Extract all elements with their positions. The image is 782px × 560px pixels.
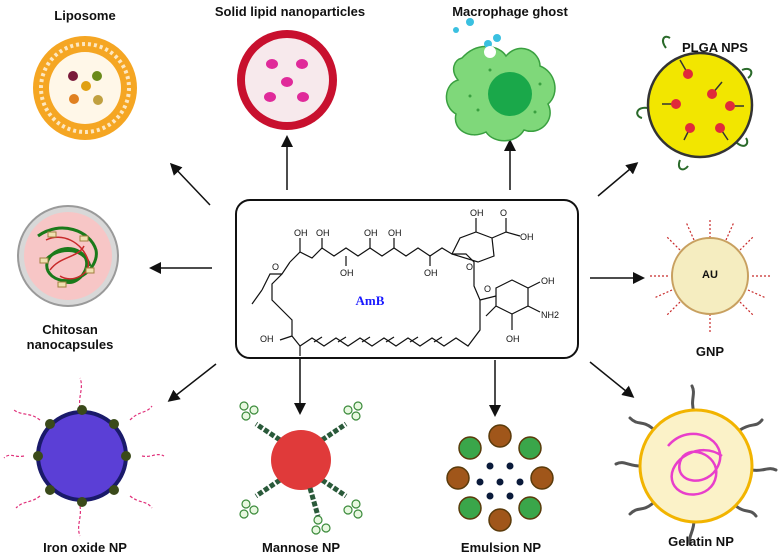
chitosan-label-text: Chitosan nanocapsules <box>26 322 114 352</box>
chitosan-nanocapsule <box>17 205 119 307</box>
gelatin-np-label: Gelatin NP <box>668 534 734 549</box>
gnp-label: GNP <box>695 344 725 359</box>
oh-label: OH <box>340 268 354 278</box>
oh-label: OH <box>424 268 438 278</box>
solid-lipid-nanoparticle <box>237 30 337 130</box>
iron-oxide-nanoparticle <box>3 377 165 537</box>
arrow-to-gelatin <box>589 361 635 398</box>
macrophage-ghost <box>445 18 556 142</box>
arrow-to-liposome <box>169 162 211 206</box>
iron-oxide-np-label: Iron oxide NP <box>43 540 127 555</box>
gelatin-nanoparticle <box>614 384 778 546</box>
mannose-nanoparticle <box>239 401 363 535</box>
oh-label: OH <box>541 276 555 286</box>
plga-nps-label: PLGA NPS <box>682 40 748 55</box>
liposome-label: Liposome <box>54 8 116 23</box>
oh-label: OH <box>316 228 330 238</box>
oh-label: OH <box>260 334 274 344</box>
oh-label: OH <box>520 232 534 242</box>
macrophage-ghost-label: Macrophage ghost <box>452 4 568 19</box>
amb-label: AmB <box>355 293 385 308</box>
oh-label: OH <box>506 334 520 344</box>
chitosan-nanocapsules-label: Chitosan nanocapsules <box>10 322 130 352</box>
arrow-to-iron-oxide <box>167 363 217 402</box>
mannose-np-label: Mannose NP <box>261 540 340 555</box>
center-box <box>235 199 579 359</box>
liposome <box>33 36 137 140</box>
o-label: O <box>500 208 507 218</box>
amb-atom-labels: OH OH OH OH OH OH OH O OH OH NH2 OH OH O… <box>260 208 559 344</box>
amb-structure <box>251 218 541 356</box>
oh-label: OH <box>364 228 378 238</box>
oh-label: OH <box>294 228 308 238</box>
nh2-label: NH2 <box>541 310 559 320</box>
emulsion-nanoparticle <box>446 424 554 532</box>
emulsion-np-label: Emulsion NP <box>460 540 542 555</box>
arrows <box>149 135 645 417</box>
amb-molecule-box: OH OH OH OH OH OH OH O OH OH NH2 OH OH O… <box>235 199 579 359</box>
oh-label: OH <box>388 228 402 238</box>
gnp-core-label: AU <box>702 269 718 281</box>
arrow-to-plga <box>597 162 639 197</box>
gold-nanoparticle <box>648 218 772 334</box>
o-label: O <box>466 262 473 272</box>
plga-nanoparticle <box>636 35 754 171</box>
oh-label: OH <box>470 208 484 218</box>
o-label: O <box>484 284 491 294</box>
solid-lipid-nanoparticles-label: Solid lipid nanoparticles <box>214 4 366 19</box>
o-label: O <box>272 262 279 272</box>
